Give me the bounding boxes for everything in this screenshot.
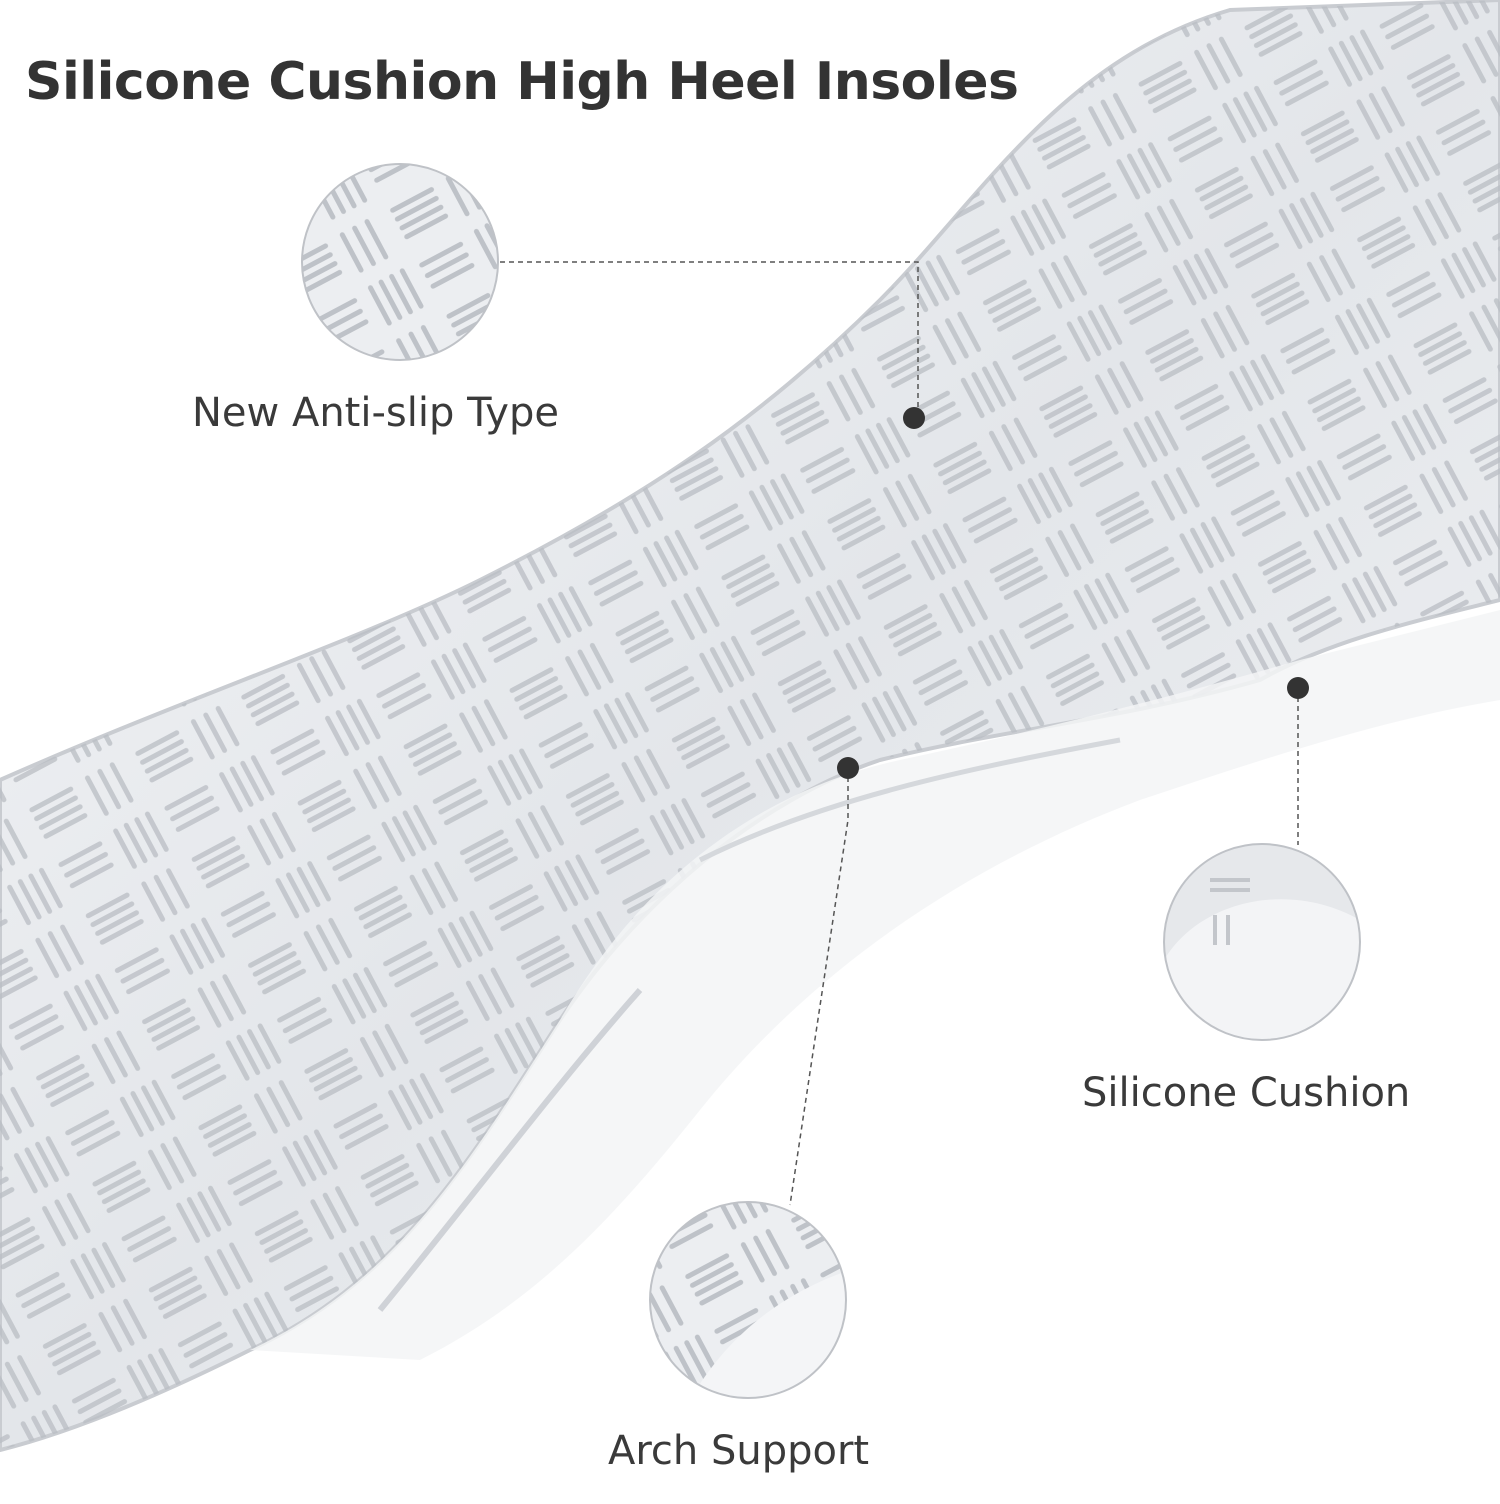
anti-slip-detail-circle: [301, 163, 499, 361]
cushion-marker: [1287, 677, 1309, 699]
page-title: Silicone Cushion High Heel Insoles: [25, 52, 1019, 112]
silicone-cushion-label: Silicone Cushion: [1082, 1070, 1411, 1116]
silicone-cushion-detail-circle: [1163, 843, 1361, 1041]
insole-shape: [0, 0, 1500, 1453]
arch-support-detail-circle: [649, 1201, 847, 1399]
anti-slip-label: New Anti-slip Type: [192, 390, 559, 436]
arch-marker: [837, 757, 859, 779]
arch-support-label: Arch Support: [608, 1428, 870, 1474]
leader-lines: [500, 261, 1299, 1206]
anti-slip-marker: [903, 407, 925, 429]
